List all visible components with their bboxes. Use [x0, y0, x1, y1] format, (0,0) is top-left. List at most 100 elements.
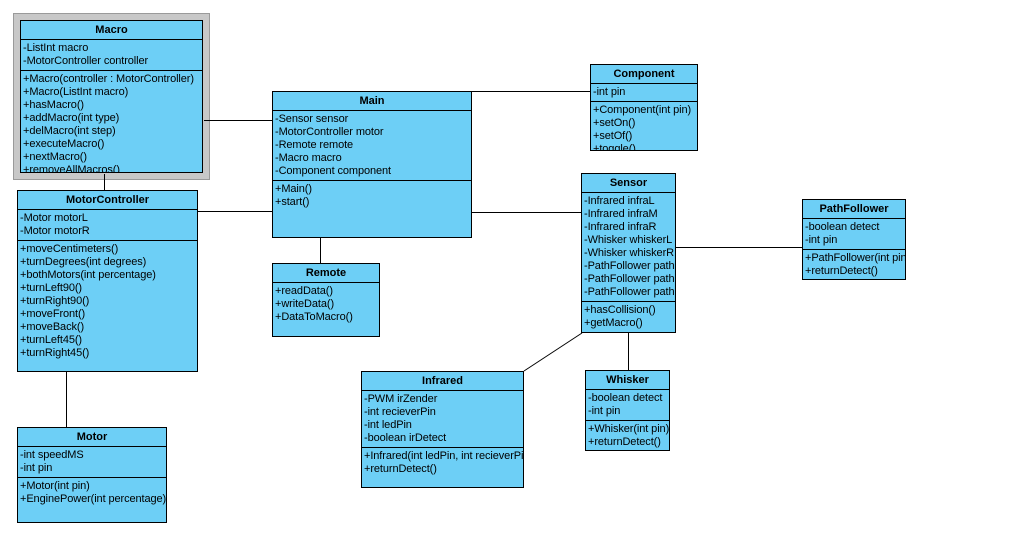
method-row: +turnRight90(): [20, 295, 90, 307]
method-row: +Motor(int pin): [20, 480, 90, 492]
method-row: +setOf(): [593, 130, 633, 142]
connector-main-remote: [320, 238, 321, 263]
method-row: +start(): [275, 196, 310, 208]
class-box-motor[interactable]: Motor -int speedMS -int pin +Motor(int p…: [17, 427, 167, 523]
method-row: +Infrared(int ledPin, int recieverPin): [364, 450, 524, 462]
class-title-whisker: Whisker: [586, 371, 669, 390]
method-row: +nextMacro(): [23, 151, 87, 163]
class-box-motorcontroller[interactable]: MotorController -Motor motorL -Motor mot…: [17, 190, 198, 372]
class-attributes-main: -Sensor sensor -MotorController motor -R…: [273, 111, 471, 181]
method-row: +delMacro(int step): [23, 125, 116, 137]
attribute-row: -MotorController controller: [23, 55, 149, 67]
class-attributes-pathfollower: -boolean detect -int pin: [803, 219, 905, 250]
method-row: +hasCollision(): [584, 304, 656, 316]
class-box-main[interactable]: Main -Sensor sensor -MotorController mot…: [272, 91, 472, 238]
method-row: +hasMacro(): [23, 99, 84, 111]
class-methods-main: +Main() +start(): [273, 181, 471, 237]
class-attributes-macro: -ListInt macro -MotorController controll…: [21, 40, 202, 71]
connector-motorcontroller-motor: [66, 372, 67, 428]
method-row: +moveCentimeters(): [20, 243, 119, 255]
class-attributes-component: -int pin: [591, 84, 697, 102]
class-title-infrared: Infrared: [362, 372, 523, 391]
attribute-row: -int pin: [20, 462, 53, 474]
attribute-row: -int pin: [588, 405, 621, 417]
class-attributes-sensor: -Infrared infraL -Infrared infraM -Infra…: [582, 193, 675, 302]
method-row: +moveBack(): [20, 321, 85, 333]
class-title-remote: Remote: [273, 264, 379, 283]
class-box-sensor[interactable]: Sensor -Infrared infraL -Infrared infraM…: [581, 173, 676, 333]
class-title-pathfollower: PathFollower: [803, 200, 905, 219]
class-box-pathfollower[interactable]: PathFollower -boolean detect -int pin +P…: [802, 199, 906, 280]
method-row: +getMacro(): [584, 317, 643, 329]
attribute-row: -int ledPin: [364, 419, 412, 431]
method-row: +readData(): [275, 285, 333, 297]
class-title-motorcontroller: MotorController: [18, 191, 197, 210]
method-row: +setOn(): [593, 117, 636, 129]
method-row: +removeAllMacros(): [23, 164, 120, 173]
attribute-row: -int speedMS: [20, 449, 84, 461]
attribute-row: -Infrared infraR: [584, 221, 657, 233]
method-label: +Main(): [275, 183, 312, 195]
attribute-row: -PathFollower pathM: [584, 273, 676, 285]
attribute-row: -Sensor sensor: [275, 113, 349, 125]
attribute-row: -Macro macro: [275, 152, 342, 164]
class-title-component: Component: [591, 65, 697, 84]
class-methods-component: +Component(int pin) +setOn() +setOf() +t…: [591, 102, 697, 151]
attribute-row: -int pin: [805, 234, 838, 246]
attribute-row: -Infrared infraM: [584, 208, 658, 220]
method-row-static: +Main(): [275, 183, 471, 196]
class-box-infrared[interactable]: Infrared -PWM irZender -int recieverPin …: [361, 371, 524, 488]
class-methods-motorcontroller: +moveCentimeters() +turnDegrees(int degr…: [18, 241, 197, 371]
method-row: +returnDetect(): [364, 463, 437, 475]
connector-main-component: [472, 91, 590, 92]
attribute-row: -Whisker whiskerL: [584, 234, 673, 246]
method-row: +turnRight45(): [20, 347, 90, 359]
method-row: +writeData(): [275, 298, 335, 310]
class-methods-sensor: +hasCollision() +getMacro(): [582, 302, 675, 332]
method-row: +toggle(): [593, 143, 636, 151]
attribute-row: -boolean irDetect: [364, 432, 447, 444]
attribute-row: -Component component: [275, 165, 392, 177]
connector-macro-main: [204, 120, 272, 121]
method-row: +Macro(controller : MotorController): [23, 73, 194, 85]
attribute-row: -ListInt macro: [23, 42, 89, 54]
class-methods-macro: +Macro(controller : MotorController) +Ma…: [21, 71, 202, 173]
attribute-row: -PathFollower pathL: [584, 260, 676, 272]
class-methods-pathfollower: +PathFollower(int pin) +returnDetect(): [803, 250, 905, 279]
method-row: +returnDetect(): [805, 265, 878, 277]
class-box-macro[interactable]: Macro -ListInt macro -MotorController co…: [20, 20, 203, 173]
class-methods-infrared: +Infrared(int ledPin, int recieverPin) +…: [362, 448, 523, 487]
attribute-row: -Remote remote: [275, 139, 354, 151]
connector-sensor-whisker: [628, 333, 629, 370]
class-title-macro: Macro: [21, 21, 202, 40]
attribute-row: -Whisker whiskerR: [584, 247, 674, 259]
attribute-row: -Motor motorR: [20, 225, 90, 237]
connector-main-sensor: [472, 212, 582, 213]
connector-sensor-pathfollower: [676, 247, 802, 248]
class-attributes-motorcontroller: -Motor motorL -Motor motorR: [18, 210, 197, 241]
connector-motorcontroller-main: [198, 211, 272, 212]
method-row: +executeMacro(): [23, 138, 105, 150]
method-row: +EnginePower(int percentage): [20, 493, 167, 505]
class-title-sensor: Sensor: [582, 174, 675, 193]
class-attributes-whisker: -boolean detect -int pin: [586, 390, 669, 421]
attribute-row: -Motor motorL: [20, 212, 88, 224]
class-box-component[interactable]: Component -int pin +Component(int pin) +…: [590, 64, 698, 151]
class-attributes-infrared: -PWM irZender -int recieverPin -int ledP…: [362, 391, 523, 448]
attribute-row: -MotorController motor: [275, 126, 384, 138]
method-row: +bothMotors(int percentage): [20, 269, 156, 281]
method-row: +addMacro(int type): [23, 112, 120, 124]
attribute-row: -boolean detect: [805, 221, 880, 233]
class-methods-remote: +readData() +writeData() +DataToMacro(): [273, 283, 379, 336]
class-box-remote[interactable]: Remote +readData() +writeData() +DataToM…: [272, 263, 380, 337]
method-row: +turnLeft90(): [20, 282, 82, 294]
class-title-main: Main: [273, 92, 471, 111]
attribute-row: -boolean detect: [588, 392, 663, 404]
class-attributes-motor: -int speedMS -int pin: [18, 447, 166, 478]
method-row: +turnDegrees(int degrees): [20, 256, 147, 268]
class-title-motor: Motor: [18, 428, 166, 447]
attribute-row: -int pin: [593, 86, 626, 98]
class-box-whisker[interactable]: Whisker -boolean detect -int pin +Whiske…: [585, 370, 670, 451]
